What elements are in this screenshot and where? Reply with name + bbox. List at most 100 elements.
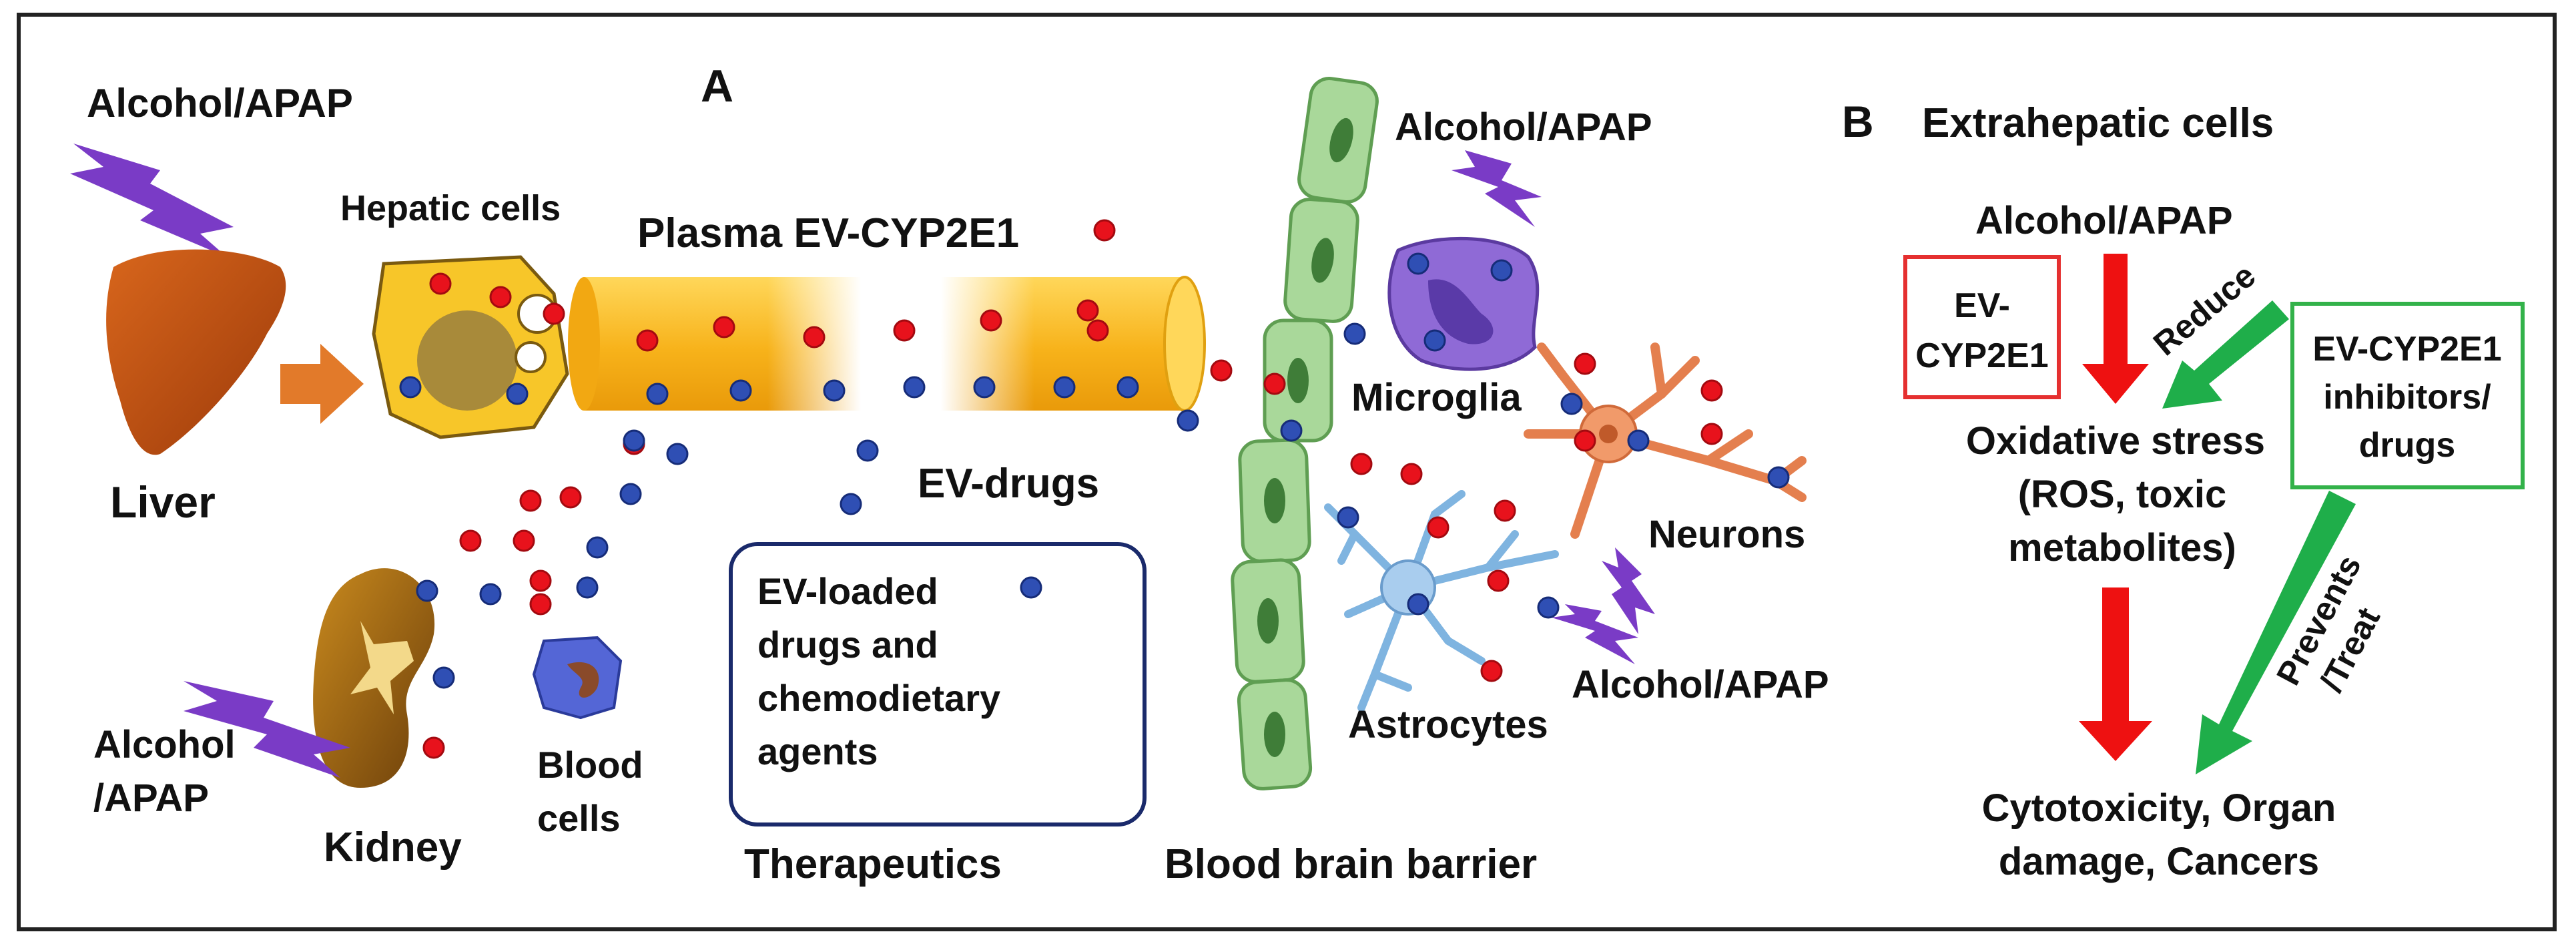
blue-dot xyxy=(1053,376,1076,399)
kidney-label: Kidney xyxy=(324,824,462,871)
therapeutics-box-line1: EV-loaded xyxy=(757,570,938,612)
red-dot xyxy=(459,529,482,552)
red-dot xyxy=(1480,660,1503,682)
blue-dot xyxy=(1490,259,1513,282)
blue-dot xyxy=(823,379,846,402)
oxidative-line2: (ROS, toxic xyxy=(2018,473,2227,516)
outcome-line1: Cytotoxicity, Organ xyxy=(1982,786,2336,830)
blue-dot xyxy=(840,493,862,515)
red-dot xyxy=(543,302,565,325)
astrocytes-label: Astrocytes xyxy=(1348,703,1548,746)
red-dots xyxy=(422,219,1723,759)
neurons-label: Neurons xyxy=(1648,513,1805,556)
blue-dot xyxy=(1337,506,1359,529)
inhibitor-box-line3: drugs xyxy=(2359,426,2455,465)
kidney-stimulus-line2: /APAP xyxy=(93,776,209,820)
ev-cyp2e1-box xyxy=(1903,255,2061,399)
blue-dot xyxy=(1423,329,1446,352)
therapeutics-box-line3: chemodietary xyxy=(757,677,1000,719)
blue-dot xyxy=(1537,596,1560,619)
red-dot xyxy=(422,736,445,759)
red-dot xyxy=(1210,359,1233,382)
blue-dot xyxy=(1560,393,1583,415)
panel-b-stimulus: Alcohol/APAP xyxy=(1975,199,2233,242)
outcome-line2: damage, Cancers xyxy=(1999,840,2319,883)
blue-dot xyxy=(619,483,642,505)
red-dot xyxy=(1700,379,1723,402)
blue-dot xyxy=(856,439,879,462)
inhibitor-box-line2: inhibitors/ xyxy=(2323,378,2491,417)
blue-dot xyxy=(1116,376,1139,399)
hepatic-cells-label: Hepatic cells xyxy=(340,188,561,228)
blood-cell-nucleus xyxy=(567,662,599,698)
blue-dot xyxy=(1407,593,1429,616)
inhibitor-box xyxy=(2290,302,2525,489)
therapeutics-label: Therapeutics xyxy=(744,841,1002,887)
red-arrow-up xyxy=(2082,254,2149,404)
liver-organ xyxy=(106,249,286,455)
red-dot xyxy=(1487,569,1510,592)
red-dot xyxy=(803,326,826,348)
blue-dot xyxy=(903,376,926,399)
blue-dot xyxy=(416,579,438,602)
red-dot xyxy=(893,319,916,342)
red-dot xyxy=(513,529,535,552)
liver-to-hepatic-arrow xyxy=(280,344,364,424)
lightning-neuro-icon-2 xyxy=(1602,547,1655,634)
plasma-ev-cyp2e1-label: Plasma EV-CYP2E1 xyxy=(637,210,1019,256)
kidney-stimulus-line1: Alcohol xyxy=(93,723,236,766)
red-dot xyxy=(429,272,452,295)
red-dot xyxy=(489,286,512,308)
blue-dot xyxy=(1343,322,1366,345)
red-dot xyxy=(1263,373,1286,395)
therapeutics-box-line2: drugs and xyxy=(757,624,938,666)
reduce-arrow xyxy=(2162,300,2289,409)
liver-stimulus-label: Alcohol/APAP xyxy=(87,81,353,126)
blue-dot xyxy=(1177,409,1199,432)
prevents-arrow xyxy=(2196,491,2356,774)
red-dot xyxy=(713,316,735,338)
red-dot xyxy=(519,489,542,512)
neuron-nucleus xyxy=(1599,425,1618,443)
blood-cells-line1: Blood xyxy=(537,744,643,786)
blue-dot xyxy=(623,429,645,452)
red-dot xyxy=(1086,319,1109,342)
blue-dot xyxy=(399,376,422,399)
red-dot xyxy=(636,329,659,352)
microglia-nucleus xyxy=(1428,279,1494,344)
red-dot xyxy=(529,593,552,616)
liver-label: Liver xyxy=(110,477,216,527)
ev-drugs-label: EV-drugs xyxy=(918,461,1099,507)
red-arrow-down xyxy=(2079,587,2152,761)
red-dot xyxy=(1400,463,1423,485)
therapeutics-box-line4: agents xyxy=(757,730,878,772)
neuro-stimulus-label: Alcohol/APAP xyxy=(1572,663,1829,706)
microglia-label: Microglia xyxy=(1351,376,1522,419)
red-dot xyxy=(1574,352,1596,375)
kidney-pelvis xyxy=(350,621,414,714)
red-dot xyxy=(529,569,552,592)
bbb-nuclei xyxy=(1257,117,1353,757)
panel-b-title: Extrahepatic cells xyxy=(1922,100,2274,146)
red-dot xyxy=(1494,499,1516,522)
lightning-liver-icon xyxy=(70,144,234,257)
red-dot xyxy=(1093,219,1116,242)
inhibitor-box-line1: EV-CYP2E1 xyxy=(2312,330,2501,369)
blue-dot xyxy=(576,576,599,599)
red-dot xyxy=(1574,429,1596,452)
blood-cell xyxy=(532,636,623,720)
blue-dot xyxy=(973,376,996,399)
blue-dot xyxy=(1407,252,1429,275)
panel-b-label: B xyxy=(1842,97,1874,146)
red-dot xyxy=(559,486,582,509)
lightning-microglia-icon xyxy=(1452,150,1542,227)
blue-dot xyxy=(1280,419,1303,442)
hepatic-nucleus xyxy=(417,310,517,411)
panel-a-label: A xyxy=(701,61,733,111)
oxidative-line1: Oxidative stress xyxy=(1966,419,2265,463)
blue-dots xyxy=(399,252,1790,689)
blood-cells-line2: cells xyxy=(537,797,621,839)
bbb-label: Blood brain barrier xyxy=(1165,841,1537,887)
hepatic-vesicle xyxy=(515,341,547,373)
